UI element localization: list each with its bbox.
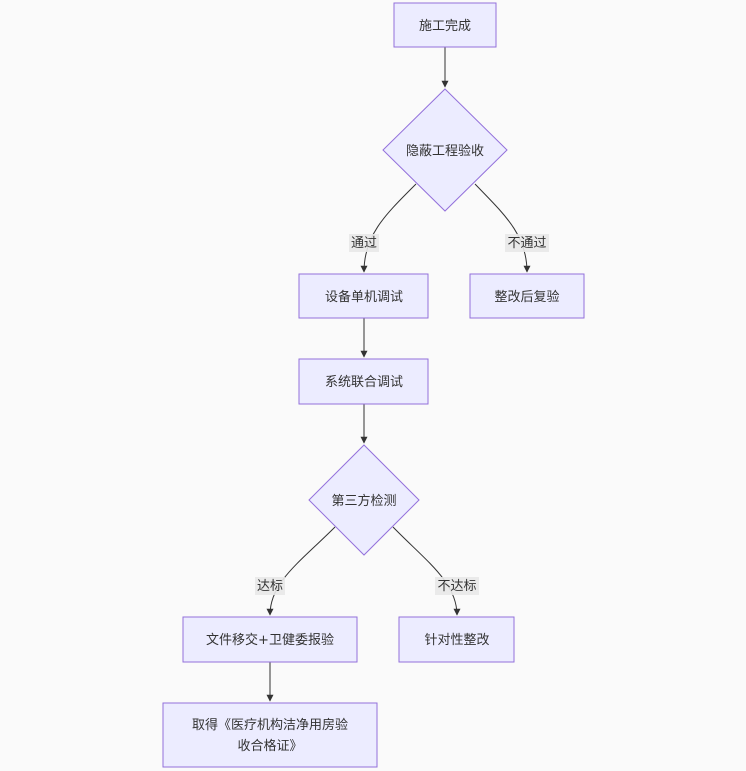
node-single-unit-commissioning: 设备单机调试 <box>298 273 429 319</box>
node-label-construction-complete: 施工完成 <box>419 19 471 34</box>
node-label-targeted-rectification: 针对性整改 <box>424 633 489 648</box>
edge-label-pass: 通过 <box>351 236 377 251</box>
node-third-party-testing: 第三方检测 <box>308 444 420 556</box>
node-label-obtain-certificate-line2: 收合格证》 <box>237 738 302 754</box>
edge-test-ok <box>266 526 336 616</box>
edge-inspection-fail <box>474 183 531 273</box>
node-label-third-party-testing: 第三方检测 <box>331 493 396 509</box>
node-system-joint-commissioning: 系统联合调试 <box>298 358 429 405</box>
node-targeted-rectification: 针对性整改 <box>398 616 515 663</box>
node-document-handover: 文件移交+卫健委报验 <box>182 616 358 663</box>
node-label-obtain-certificate-line1: 取得《医疗机构洁净用房验 <box>192 717 348 733</box>
node-label-reinspection-after-rectification: 整改后复验 <box>494 289 559 305</box>
edge-inspection-pass <box>360 183 417 273</box>
node-label-single-unit-commissioning: 设备单机调试 <box>325 289 403 305</box>
edge-label-ok: 达标 <box>257 579 283 594</box>
edge-test-notok <box>392 526 461 616</box>
edges <box>266 47 531 702</box>
node-label-system-joint-commissioning: 系统联合调试 <box>325 375 403 390</box>
edge-label-notok: 不达标 <box>437 579 476 594</box>
node-obtain-certificate: 取得《医疗机构洁净用房验 收合格证》 <box>162 702 378 768</box>
edge-label-fail: 不通过 <box>507 236 546 251</box>
node-label-concealed-works-inspection: 隐蔽工程验收 <box>406 143 484 159</box>
node-label-document-handover: 文件移交+卫健委报验 <box>206 632 334 648</box>
node-concealed-works-inspection: 隐蔽工程验收 <box>382 88 508 212</box>
node-reinspection-after-rectification: 整改后复验 <box>469 273 585 319</box>
node-construction-complete: 施工完成 <box>393 2 497 48</box>
edge-labels: 通过 不通过 达标 不达标 <box>255 234 549 595</box>
